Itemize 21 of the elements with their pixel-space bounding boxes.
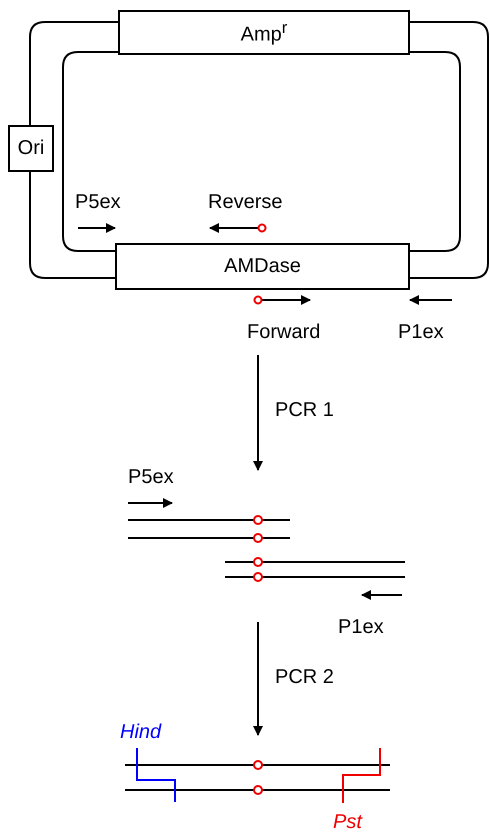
enzyme-label: Hind — [120, 720, 162, 744]
gene-name: AMDase — [224, 255, 301, 278]
plasmid-strand — [29, 21, 118, 125]
gene-box — [115, 243, 410, 290]
primer-label: P5ex — [128, 465, 174, 489]
plasmid-strand — [410, 51, 461, 252]
step-label: PCR 2 — [275, 665, 334, 689]
gene-name: Amp$^{r}$ — [240, 18, 288, 47]
gene-box — [8, 125, 54, 172]
primer-label: Reverse — [208, 190, 282, 214]
primer-label: P1ex — [398, 320, 444, 344]
plasmid-strand — [29, 172, 115, 279]
plasmid-strand — [62, 51, 118, 252]
plasmid-strand — [410, 21, 489, 279]
primer-label: P5ex — [75, 190, 121, 214]
primer-label: P1ex — [338, 615, 384, 639]
step-label: PCR 1 — [275, 398, 334, 422]
gene-box — [118, 10, 410, 55]
enzyme-label: Pst — [333, 810, 362, 834]
primer-label: Forward — [247, 320, 320, 344]
gene-name: Ori — [18, 137, 44, 160]
